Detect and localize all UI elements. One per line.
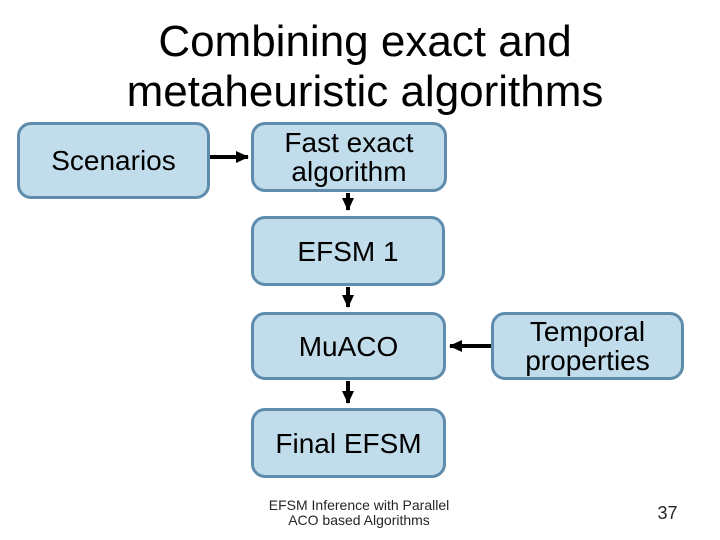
node-scenarios-label: Scenarios: [51, 145, 176, 176]
slide-title-line-1: Combining exact and: [158, 17, 572, 66]
slide-footer: EFSM Inference with Parallel ACO based A…: [249, 498, 469, 528]
node-final-efsm-label: Final EFSM: [275, 427, 422, 459]
node-fast-exact-algorithm-label: Fast exact algorithm: [284, 127, 414, 187]
slide-title-line-2: metaheuristic algorithms: [126, 67, 604, 116]
footer-line-2: ACO based Algorithms: [288, 512, 430, 528]
node-final-efsm: Final EFSM: [251, 408, 446, 478]
node-scenarios: Scenarios: [17, 122, 210, 199]
node-efsm-1: EFSM 1: [251, 216, 445, 286]
node-temporal-properties: Temporal properties: [491, 312, 684, 380]
footer-line-1: EFSM Inference with Parallel: [268, 497, 450, 513]
node-efsm-1-label: EFSM 1: [297, 235, 399, 267]
page-number: 37: [657, 503, 678, 523]
node-muaco: MuACO: [251, 312, 446, 380]
node-muaco-label: MuACO: [298, 330, 399, 362]
node-temporal-properties-label: Temporal properties: [525, 316, 650, 376]
slide-title: Combining exact and metaheuristic algori…: [10, 17, 720, 117]
node-fast-exact-algorithm: Fast exact algorithm: [251, 122, 447, 192]
